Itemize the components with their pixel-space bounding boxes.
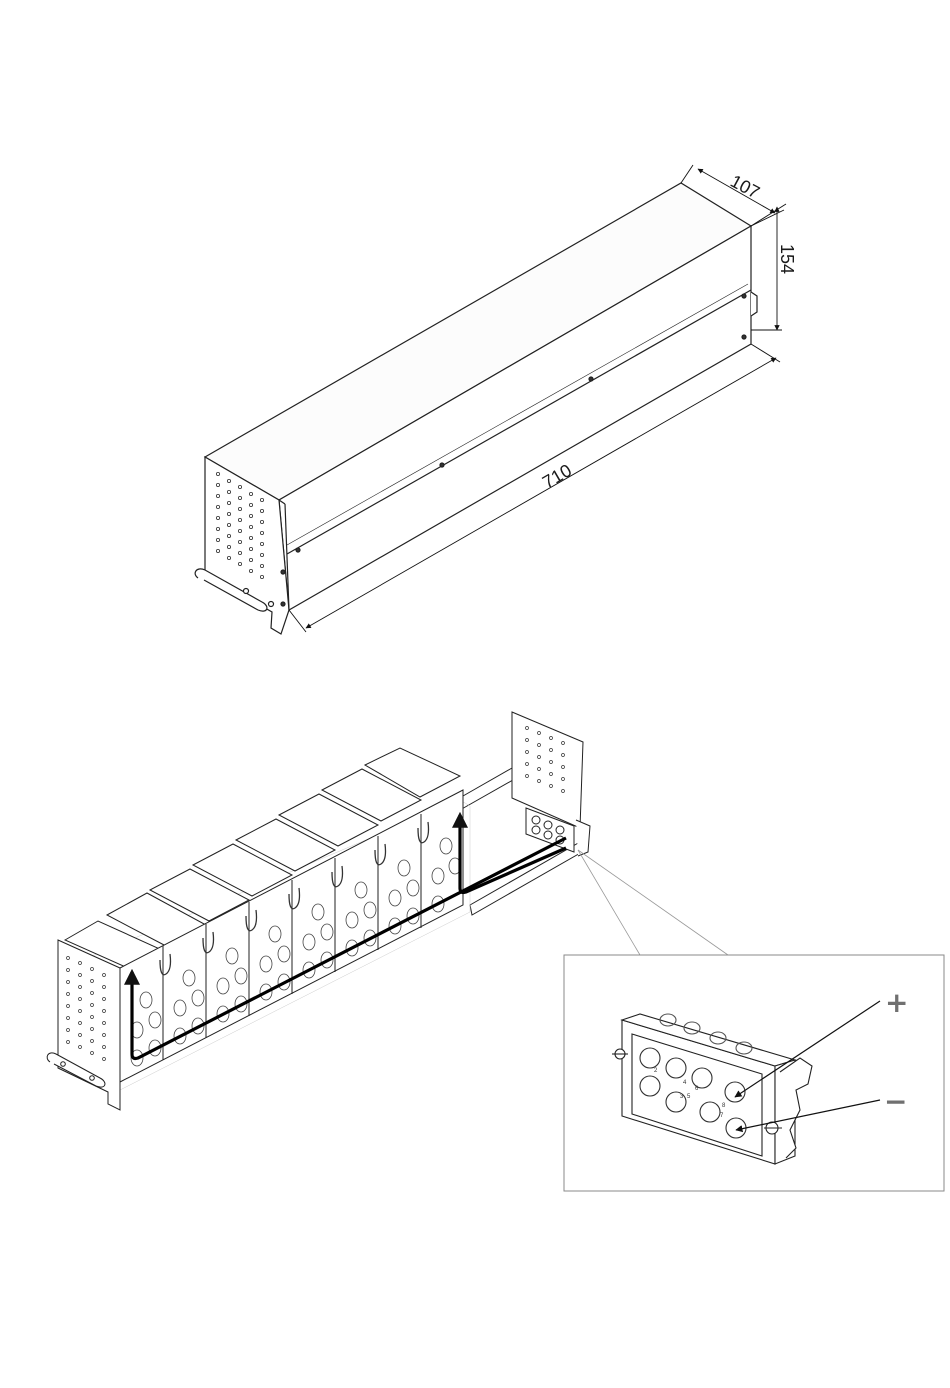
positive-terminal-label: + bbox=[885, 986, 908, 1019]
tray-front-panel bbox=[58, 940, 120, 1110]
rear-plate bbox=[512, 712, 583, 828]
battery-tray-view bbox=[47, 712, 590, 1110]
enclosure-isometric-view bbox=[195, 183, 757, 634]
dimension-107-label: 107 bbox=[727, 171, 763, 203]
dimension-710-label: 710 bbox=[539, 460, 575, 492]
dimension-154-label: 154 bbox=[777, 244, 797, 274]
battery-blocks bbox=[65, 748, 463, 1082]
negative-terminal-label: − bbox=[884, 1085, 907, 1118]
callout-leaders bbox=[578, 850, 728, 955]
